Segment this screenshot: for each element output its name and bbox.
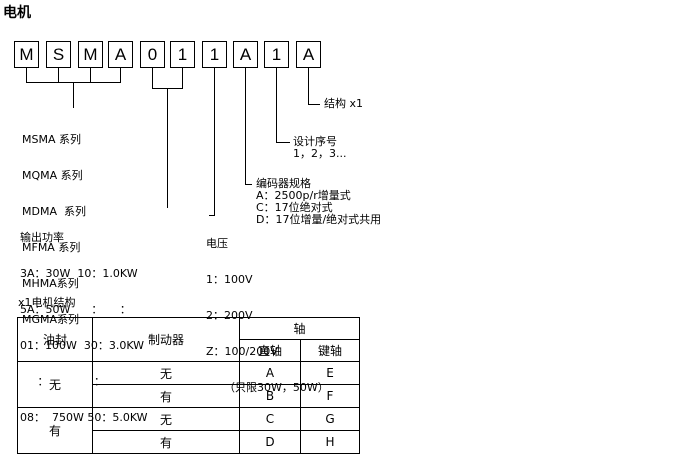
- structure-label: 结构 x1: [324, 97, 364, 110]
- table-caption: x1电机结构: [18, 296, 76, 309]
- header-straight-shaft: 直轴: [239, 339, 301, 362]
- power-item: 3A：30W 10：1.0KW: [20, 267, 138, 280]
- encoder-a: A：2500p/r增量式: [256, 189, 351, 202]
- header-shaft: 轴: [239, 317, 360, 340]
- encoder-c: C：17位绝对式: [256, 201, 333, 214]
- oil-seal-cell: 有: [17, 407, 93, 454]
- voltage-item: 1：100V: [206, 273, 253, 286]
- brake-cell: 无: [92, 407, 240, 431]
- design-values: 1，2，3...: [293, 147, 347, 160]
- encoder-title: 编码器规格: [256, 177, 311, 190]
- straight-cell: B: [239, 384, 301, 408]
- brake-cell: 有: [92, 384, 240, 408]
- header-brake: 制动器: [92, 317, 240, 362]
- key-cell: E: [300, 361, 360, 385]
- header-key-shaft: 键轴: [300, 339, 360, 362]
- structure-table: 油封 制动器 轴 直轴 键轴 无 无 A E 有 B F 有 无 C G 有 D…: [17, 317, 360, 454]
- power-title: 输出功率: [20, 231, 64, 244]
- power-item: 5A：50W ： ：: [20, 303, 131, 316]
- straight-cell: D: [239, 430, 301, 454]
- table-row: 有 D H: [18, 430, 360, 454]
- series-item: MQMA 系列: [22, 169, 83, 182]
- voltage-title: 电压: [206, 237, 228, 250]
- brake-cell: 无: [92, 361, 240, 385]
- key-cell: H: [300, 430, 360, 454]
- straight-cell: A: [239, 361, 301, 385]
- series-list: MSMA 系列 MQMA 系列 MDMA 系列 MFMA 系列 MHMA系列 M…: [22, 110, 86, 338]
- oil-seal-cell: 无: [17, 361, 93, 408]
- key-cell: G: [300, 407, 360, 431]
- series-item: MFMA 系列: [22, 241, 81, 254]
- straight-cell: C: [239, 407, 301, 431]
- encoder-d: D：17位增量/绝对式共用: [256, 213, 382, 226]
- series-item: MHMA系列: [22, 277, 79, 290]
- series-item: MSMA 系列: [22, 133, 81, 146]
- design-title: 设计序号: [293, 135, 337, 148]
- key-cell: F: [300, 384, 360, 408]
- table-row: 无 无 A E: [17, 361, 360, 408]
- table-row: 有 无 C G: [17, 407, 360, 454]
- table-row: 有 B F: [18, 384, 360, 408]
- brake-cell: 有: [92, 430, 240, 454]
- page-title: 电机: [3, 5, 31, 21]
- header-oil-seal: 油封: [17, 317, 93, 362]
- series-item: MDMA 系列: [22, 205, 86, 218]
